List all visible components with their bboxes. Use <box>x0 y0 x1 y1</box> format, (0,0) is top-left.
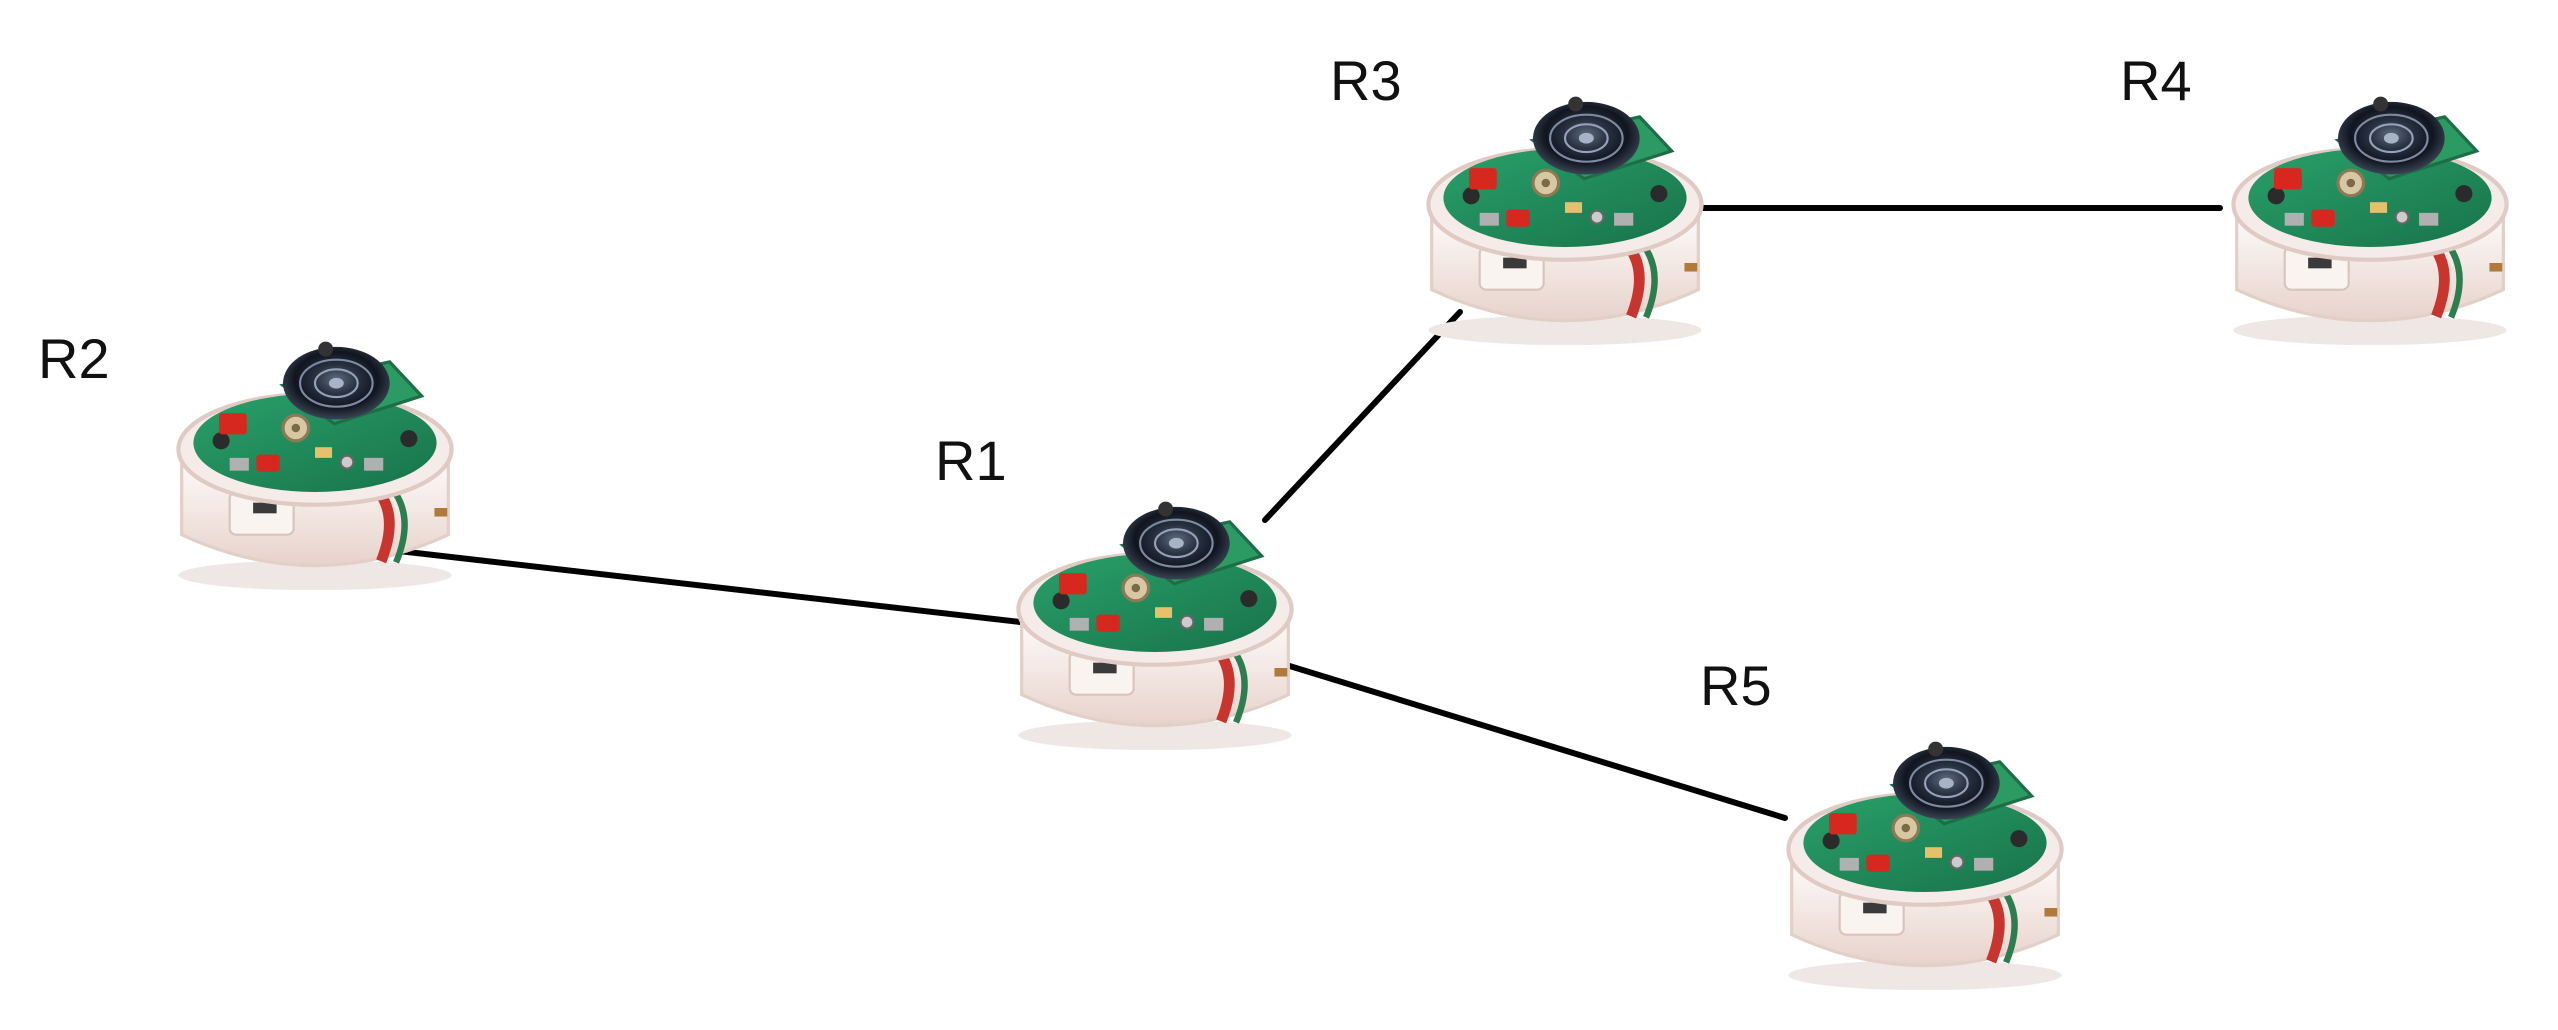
e-puck-robot-icon <box>1428 97 1701 346</box>
robot-node-r3[interactable]: R3 <box>1330 49 1702 345</box>
connection-lines <box>387 205 2223 821</box>
robot-node-r1[interactable]: R1 <box>935 429 1292 750</box>
robot-label-r5: R5 <box>1700 654 1772 717</box>
robot-node-r2[interactable]: R2 <box>38 327 452 590</box>
e-puck-robot-icon <box>1788 742 2061 991</box>
e-puck-robot-icon <box>1018 502 1291 751</box>
robot-node-r4[interactable]: R4 <box>2120 49 2507 345</box>
robot-label-r2: R2 <box>38 327 110 390</box>
e-puck-robot-icon <box>2233 97 2506 346</box>
robot-node-r5[interactable]: R5 <box>1700 654 2062 990</box>
robot-nodes: R2 R1 R3 R4 R5 <box>38 49 2507 990</box>
robot-label-r1: R1 <box>935 429 1007 492</box>
link-r2-r1 <box>387 547 1023 625</box>
link-r1-r3 <box>1262 309 1463 523</box>
link-r1-r5 <box>1267 657 1788 821</box>
robot-label-r3: R3 <box>1330 49 1402 112</box>
robot-label-r4: R4 <box>2120 49 2192 112</box>
